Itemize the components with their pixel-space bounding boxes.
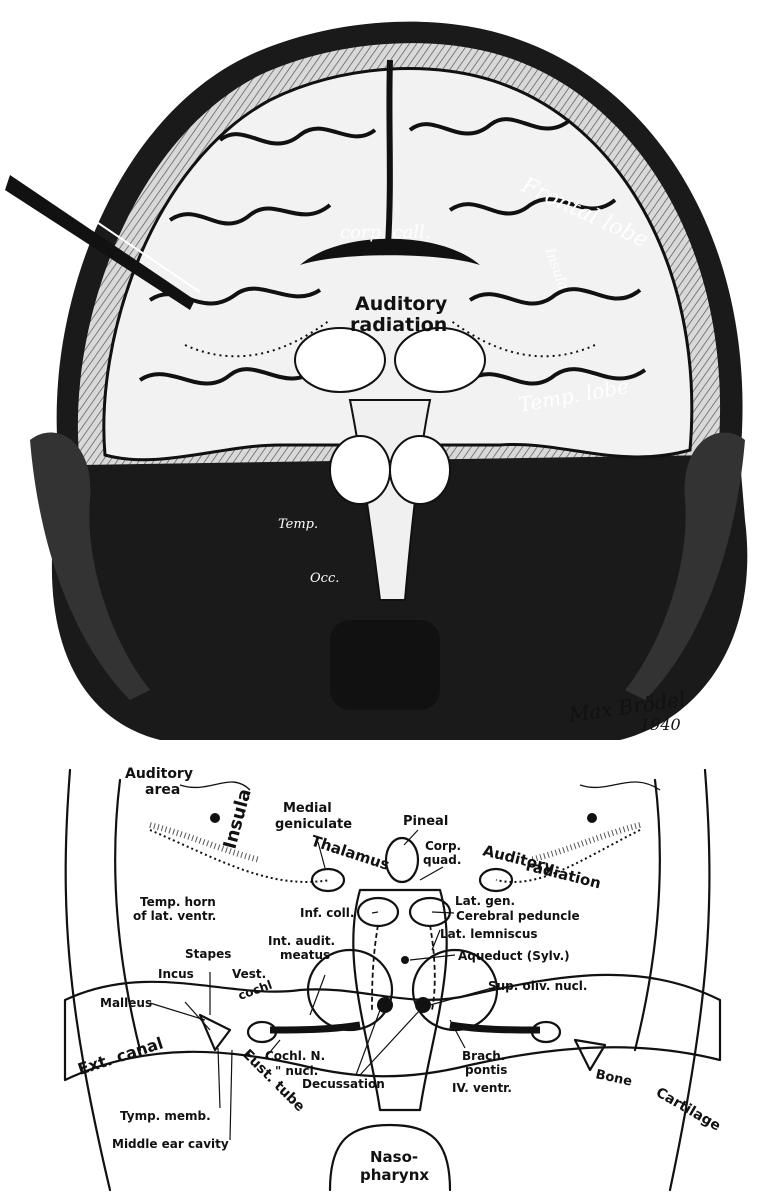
label-corp-call: corp. call. — [340, 222, 431, 243]
label-vest: Vest. — [232, 967, 266, 981]
ossicles-right — [575, 1040, 605, 1070]
label-brach-pontis-2: pontis — [465, 1063, 507, 1077]
label-auditory-area-2: area — [145, 782, 180, 798]
label-lat-lemniscus: Lat. lemniscus — [440, 927, 538, 941]
right-inner-contour — [635, 780, 660, 1050]
label-auditory-radiation-1: Auditory — [355, 293, 448, 315]
label-corp-quad-1: Corp. — [425, 839, 461, 853]
auditory-pathway-diagram: Auditory area Insula Medial geniculate T… — [65, 766, 723, 1190]
label-lat-gen: Lat. gen. — [455, 894, 515, 908]
label-nasopharynx-1: Naso- — [370, 1148, 418, 1166]
label-sup-oliv-nucl: Sup. oliv. nucl. — [488, 979, 587, 993]
nasal-cavity — [330, 620, 440, 710]
label-nucl: " nucl. — [275, 1064, 318, 1078]
coronal-section-illustration: Frontal lobe corp. call. Insula Auditory… — [0, 0, 773, 752]
label-insula: Insula — [220, 787, 256, 852]
label-corp-quad-2: quad. — [423, 853, 461, 867]
lemniscus-left — [372, 925, 378, 1010]
label-temp: Temp. — [278, 517, 318, 532]
label-occ: Occ. — [310, 571, 339, 586]
label-decussation: Decussation — [302, 1077, 385, 1091]
vessel-node-right — [587, 813, 597, 823]
thalamus-left — [295, 328, 385, 392]
medial-geniculate-left — [312, 869, 344, 891]
label-cochl-n: Cochl. N. — [265, 1049, 325, 1063]
left-outer-contour — [66, 770, 110, 1190]
label-iv-ventr: IV. ventr. — [452, 1081, 512, 1095]
label-incus: Incus — [158, 967, 194, 981]
label-nasopharynx-2: pharynx — [360, 1166, 429, 1184]
cortical-vessel-right — [580, 782, 660, 790]
label-auditory-area-1: Auditory — [125, 766, 193, 782]
radiation-fill-right — [530, 825, 640, 860]
label-auditory-radiation-2: radiation — [350, 314, 447, 336]
artist-signature-year: 1940 — [640, 715, 681, 734]
label-inf-coll: Inf. coll. — [300, 906, 354, 920]
thalamus-right — [395, 328, 485, 392]
lemniscus-right — [430, 925, 435, 1010]
label-cerebral-peduncle: Cerebral peduncle — [456, 909, 580, 923]
label-int-audit-meatus-2: meatus — [280, 948, 330, 962]
label-auditory-radiation-diagram-2: radiation — [524, 856, 603, 892]
label-bone: Bone — [594, 1067, 633, 1089]
sup-oliv-nucl-right — [415, 997, 431, 1013]
label-middle-ear-cavity: Middle ear cavity — [112, 1137, 229, 1151]
cochlear-nerve-left — [270, 1025, 360, 1030]
aqueduct-dot — [401, 956, 409, 964]
label-aqueduct: Aqueduct (Sylv.) — [458, 949, 570, 963]
label-pineal: Pineal — [403, 814, 448, 829]
label-int-audit-meatus-1: Int. audit. — [268, 934, 335, 948]
label-ext-canal: Ext. canal — [75, 1033, 165, 1078]
label-medial-geniculate-2: geniculate — [275, 817, 352, 832]
label-thalamus: Thalamus — [309, 832, 392, 874]
label-cochl: cochl — [236, 978, 274, 1003]
label-brach-pontis-1: Brach. — [462, 1049, 505, 1063]
vessel-node-left — [210, 813, 220, 823]
pons-left — [330, 436, 390, 504]
label-stapes: Stapes — [185, 947, 231, 961]
label-malleus: Malleus — [100, 996, 152, 1010]
label-medial-geniculate-1: Medial — [283, 801, 332, 816]
cochlear-nerve-right — [450, 1025, 540, 1030]
label-temp-horn-1: Temp. horn — [140, 895, 216, 909]
pons-right — [390, 436, 450, 504]
label-tymp-memb: Tymp. memb. — [120, 1109, 211, 1123]
label-temp-horn-2: of lat. ventr. — [133, 909, 216, 923]
